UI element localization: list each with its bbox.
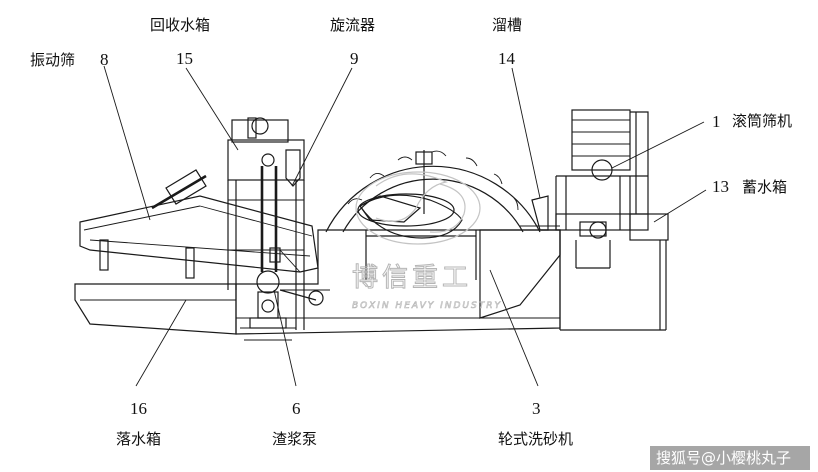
leader-lines: [103, 65, 707, 387]
callout-number-15: 15: [176, 49, 193, 68]
callout-number-8: 8: [100, 50, 109, 69]
bucket-wheel-drawing: [325, 150, 541, 280]
label-drum-screen: 滚筒筛机: [732, 112, 792, 130]
label-chute: 溜槽: [492, 16, 522, 34]
label-drainage-tank: 落水箱: [116, 430, 161, 448]
vibrating-screen-drawing: [79, 169, 319, 279]
reservoir-tank-drawing: [559, 213, 669, 331]
credit-watermark: 搜狐号@小樱桃丸子: [650, 446, 810, 470]
recovery-tank-and-hydrocyclone-drawing: [227, 117, 324, 341]
callout-number-9: 9: [350, 49, 359, 68]
label-slurry-pump: 渣浆泵: [272, 430, 317, 448]
callout-number-3: 3: [532, 399, 541, 418]
callout-number-1: 1: [712, 112, 721, 131]
callout-number-16: 16: [130, 399, 147, 418]
label-vibrating-screen: 振动筛: [30, 51, 75, 69]
label-hydrocyclone: 旋流器: [330, 16, 375, 34]
chute-drawing: [520, 195, 560, 231]
drum-screen-drawing: [555, 109, 649, 239]
callout-number-14: 14: [498, 49, 516, 68]
label-recovery-tank: 回收水箱: [150, 16, 210, 34]
brand-logo-watermark: 博信重工 BOXIN HEAVY INDUSTRY: [352, 171, 502, 311]
label-reservoir-tank: 蓄水箱: [742, 178, 787, 196]
watermark-brand: 博信重工: [352, 263, 472, 293]
label-wheel-washer: 轮式洗砂机: [498, 430, 573, 448]
drainage-tank-drawing: [74, 283, 237, 335]
watermark-brand-english: BOXIN HEAVY INDUSTRY: [352, 301, 502, 311]
callout-number-13: 13: [712, 177, 729, 196]
credit-text: 搜狐号@小樱桃丸子: [656, 449, 791, 467]
callout-number-6: 6: [292, 399, 301, 418]
